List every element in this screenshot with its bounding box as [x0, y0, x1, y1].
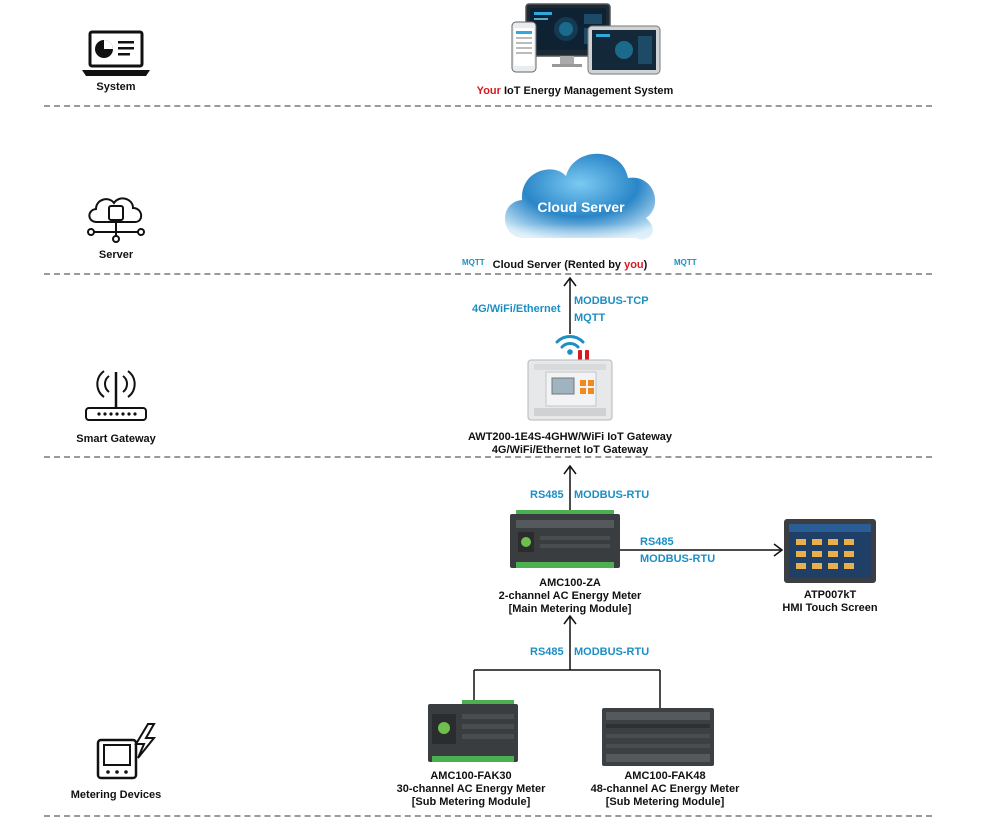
divider-server	[44, 273, 932, 275]
divider-metering	[44, 815, 932, 817]
main-meter-label-line2: 2-channel AC Energy Meter	[498, 590, 642, 602]
sub-meter-fak30-label-line2: 30-channel AC Energy Meter	[396, 783, 546, 795]
gateway-link-right-label: MODBUS-RTU	[574, 489, 650, 501]
gateway-label-line1: AWT200-1E4S-4GHW/WiFi IoT Gateway	[467, 431, 673, 443]
sub-meter-fak30-label-line1: AMC100-FAK30	[430, 770, 512, 782]
hmi-link-label-1: RS485	[640, 536, 674, 548]
cloud-caption-pre: Cloud Server (Rented by	[492, 259, 625, 271]
hmi-link-label-2: MODBUS-RTU	[640, 553, 716, 565]
mqtt-right-label: MQTT	[674, 258, 697, 267]
meter-lightning-icon	[96, 723, 157, 780]
sub-meter-fak30-label-line3: [Sub Metering Module]	[411, 796, 531, 808]
gateway-label: AWT200-1E4S-4GHW/WiFi IoT Gateway 4G/WiF…	[440, 431, 700, 457]
cloud-caption-accent: you	[624, 259, 644, 271]
iot-gateway-image	[527, 350, 613, 421]
cloud-caption-post: )	[643, 259, 648, 271]
laptop-chart-icon	[82, 30, 150, 76]
cloud-server-label: Cloud Server	[537, 199, 625, 215]
sub-meter-fak30-label: AMC100-FAK30 30-channel AC Energy Meter …	[376, 770, 566, 809]
sub-meter-fak48-label-line3: [Sub Metering Module]	[605, 796, 725, 808]
sub-meter-fak48-image	[602, 708, 714, 766]
router-icon	[85, 370, 147, 421]
gateway-label-line2: 4G/WiFi/Ethernet IoT Gateway	[491, 444, 649, 456]
tier-label-metering: Metering Devices	[70, 789, 162, 801]
main-meter-image	[510, 510, 620, 568]
divider-gateway	[44, 456, 932, 458]
wifi-signal-icon	[555, 335, 585, 355]
mqtt-left-label: MQTT	[462, 258, 485, 267]
cloud-server-image	[496, 153, 666, 258]
tier-label-server: Server	[98, 249, 134, 261]
uplink-right-label-1: MODBUS-TCP	[574, 295, 649, 307]
gateway-link-left-label: RS485	[530, 489, 564, 501]
main-meter-label: AMC100-ZA 2-channel AC Energy Meter [Mai…	[465, 577, 675, 616]
system-title: Your IoT Energy Management System	[420, 85, 730, 97]
cloud-caption: Cloud Server (Rented by you)	[470, 259, 670, 271]
sub-link-right-label: MODBUS-RTU	[574, 646, 650, 658]
sub-meter-fak48-label: AMC100-FAK48 48-channel AC Energy Meter …	[570, 770, 760, 809]
divider-system	[44, 105, 932, 107]
ems-devices-image	[511, 3, 661, 75]
sub-meter-fak30-image	[428, 700, 518, 762]
main-meter-label-line1: AMC100-ZA	[539, 577, 601, 589]
hmi-label: ATP007kT HMI Touch Screen	[760, 589, 900, 615]
hmi-label-line1: ATP007kT	[803, 589, 857, 601]
uplink-right-label-2: MQTT	[574, 312, 606, 324]
system-title-rest: IoT Energy Management System	[500, 85, 674, 97]
hmi-touch-screen-image	[784, 519, 876, 583]
tier-label-gateway: Smart Gateway	[76, 433, 156, 445]
sub-link-left-label: RS485	[530, 646, 564, 658]
hmi-label-line2: HMI Touch Screen	[782, 602, 878, 614]
uplink-left-label: 4G/WiFi/Ethernet	[472, 303, 561, 315]
cloud-network-icon	[87, 197, 145, 243]
sub-meter-fak48-label-line1: AMC100-FAK48	[624, 770, 706, 782]
tier-label-system: System	[96, 81, 136, 93]
main-meter-label-line3: [Main Metering Module]	[508, 603, 632, 615]
sub-meter-fak48-label-line2: 48-channel AC Energy Meter	[590, 783, 740, 795]
system-title-accent: Your	[476, 85, 501, 97]
